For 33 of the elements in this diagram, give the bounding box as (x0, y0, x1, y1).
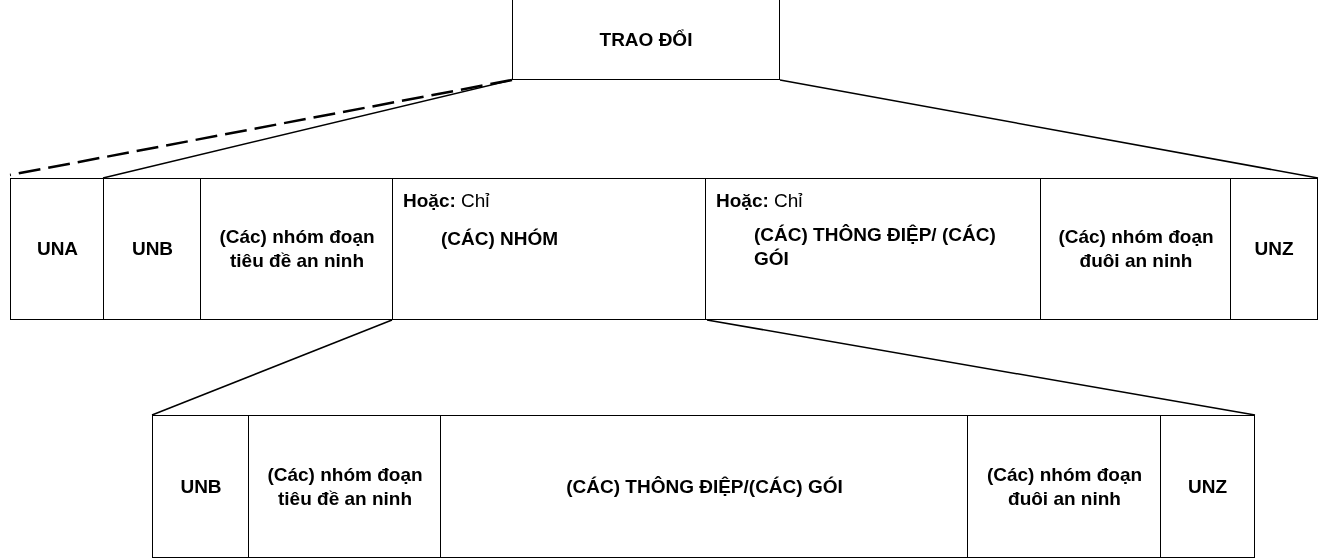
segment-label: (CÁC) NHÓM (441, 226, 559, 251)
expansion-line (9, 78, 513, 177)
segment-cell (440, 415, 969, 558)
expansion-line (706, 319, 1256, 416)
segment-cell (1040, 178, 1232, 320)
segment-cell (152, 415, 250, 558)
segment-label: (CÁC) THÔNG ĐIỆP/ (CÁC) GÓI (754, 222, 997, 271)
segment-cell (200, 178, 394, 320)
segment-label: UNB (180, 474, 222, 499)
segment-cell (10, 178, 105, 320)
segment-label: UNB (131, 237, 174, 261)
segment-label: (Các) nhóm đoạn đuôi an ninh (1057, 225, 1215, 273)
segment-label: (Các) nhóm đoạn tiêu đề an ninh (218, 225, 376, 273)
segment-label: UNZ (1254, 237, 1294, 261)
segment-label: (CÁC) THÔNG ĐIỆP/(CÁC) GÓI (566, 474, 843, 499)
segment-label: (Các) nhóm đoạn đuôi an ninh (985, 462, 1144, 511)
segment-cell (248, 415, 442, 558)
alternative-note: Hoặc: Chỉ (716, 189, 803, 213)
segment-cell (1230, 178, 1318, 320)
expansion-line (102, 79, 513, 179)
expansion-line (151, 319, 393, 416)
alternative-note: Hoặc: Chỉ (403, 189, 490, 213)
segment-label: TRAO ĐỔI (599, 27, 693, 52)
segment-cell (392, 178, 707, 320)
exchange-box (512, 0, 780, 80)
segment-label: UNA (36, 237, 79, 261)
segment-cell (967, 415, 1162, 558)
expansion-line (779, 79, 1319, 179)
segment-cell (1160, 415, 1255, 558)
segment-label: UNZ (1187, 474, 1228, 499)
segment-cell (705, 178, 1042, 320)
segment-cell (103, 178, 202, 320)
segment-label: (Các) nhóm đoạn tiêu đề an ninh (266, 462, 424, 511)
